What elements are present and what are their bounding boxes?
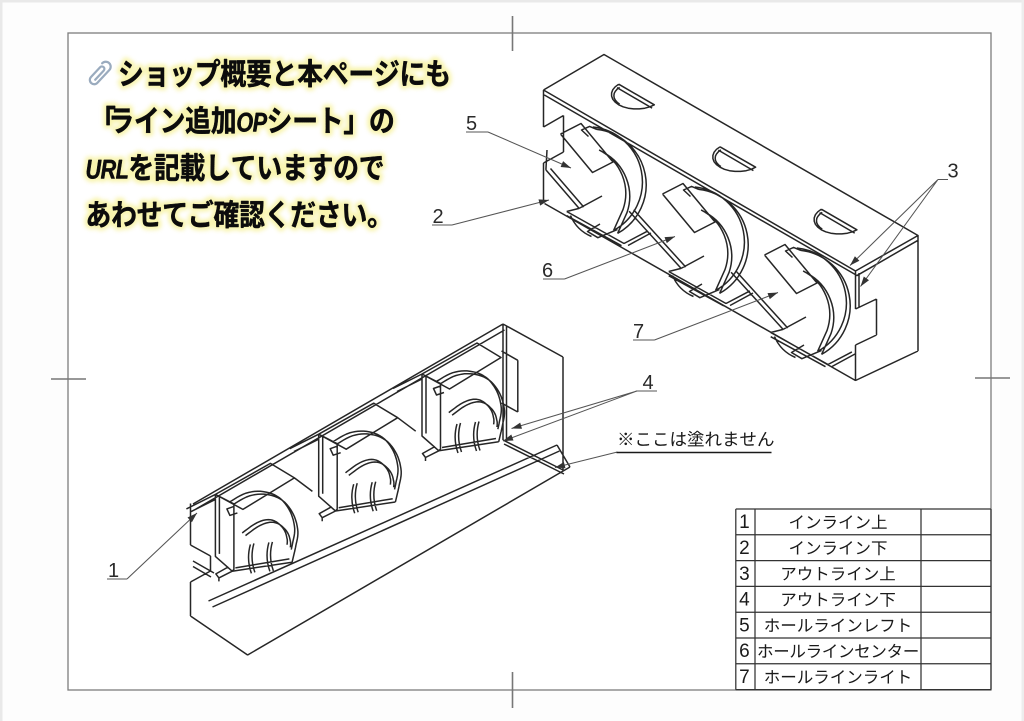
svg-text:1: 1 (108, 560, 119, 582)
svg-text:6: 6 (542, 260, 553, 282)
svg-text:5: 5 (739, 615, 750, 636)
svg-text:7: 7 (633, 321, 644, 343)
svg-text:7: 7 (739, 667, 750, 688)
svg-text:6: 6 (739, 641, 750, 662)
svg-text:3: 3 (947, 161, 958, 183)
svg-text:1: 1 (739, 512, 750, 533)
svg-text:3: 3 (739, 564, 750, 585)
svg-text:4: 4 (739, 590, 750, 611)
svg-text:5: 5 (466, 113, 477, 135)
svg-text:2: 2 (739, 538, 750, 559)
svg-text:4: 4 (642, 372, 653, 394)
svg-text:2: 2 (432, 206, 443, 228)
